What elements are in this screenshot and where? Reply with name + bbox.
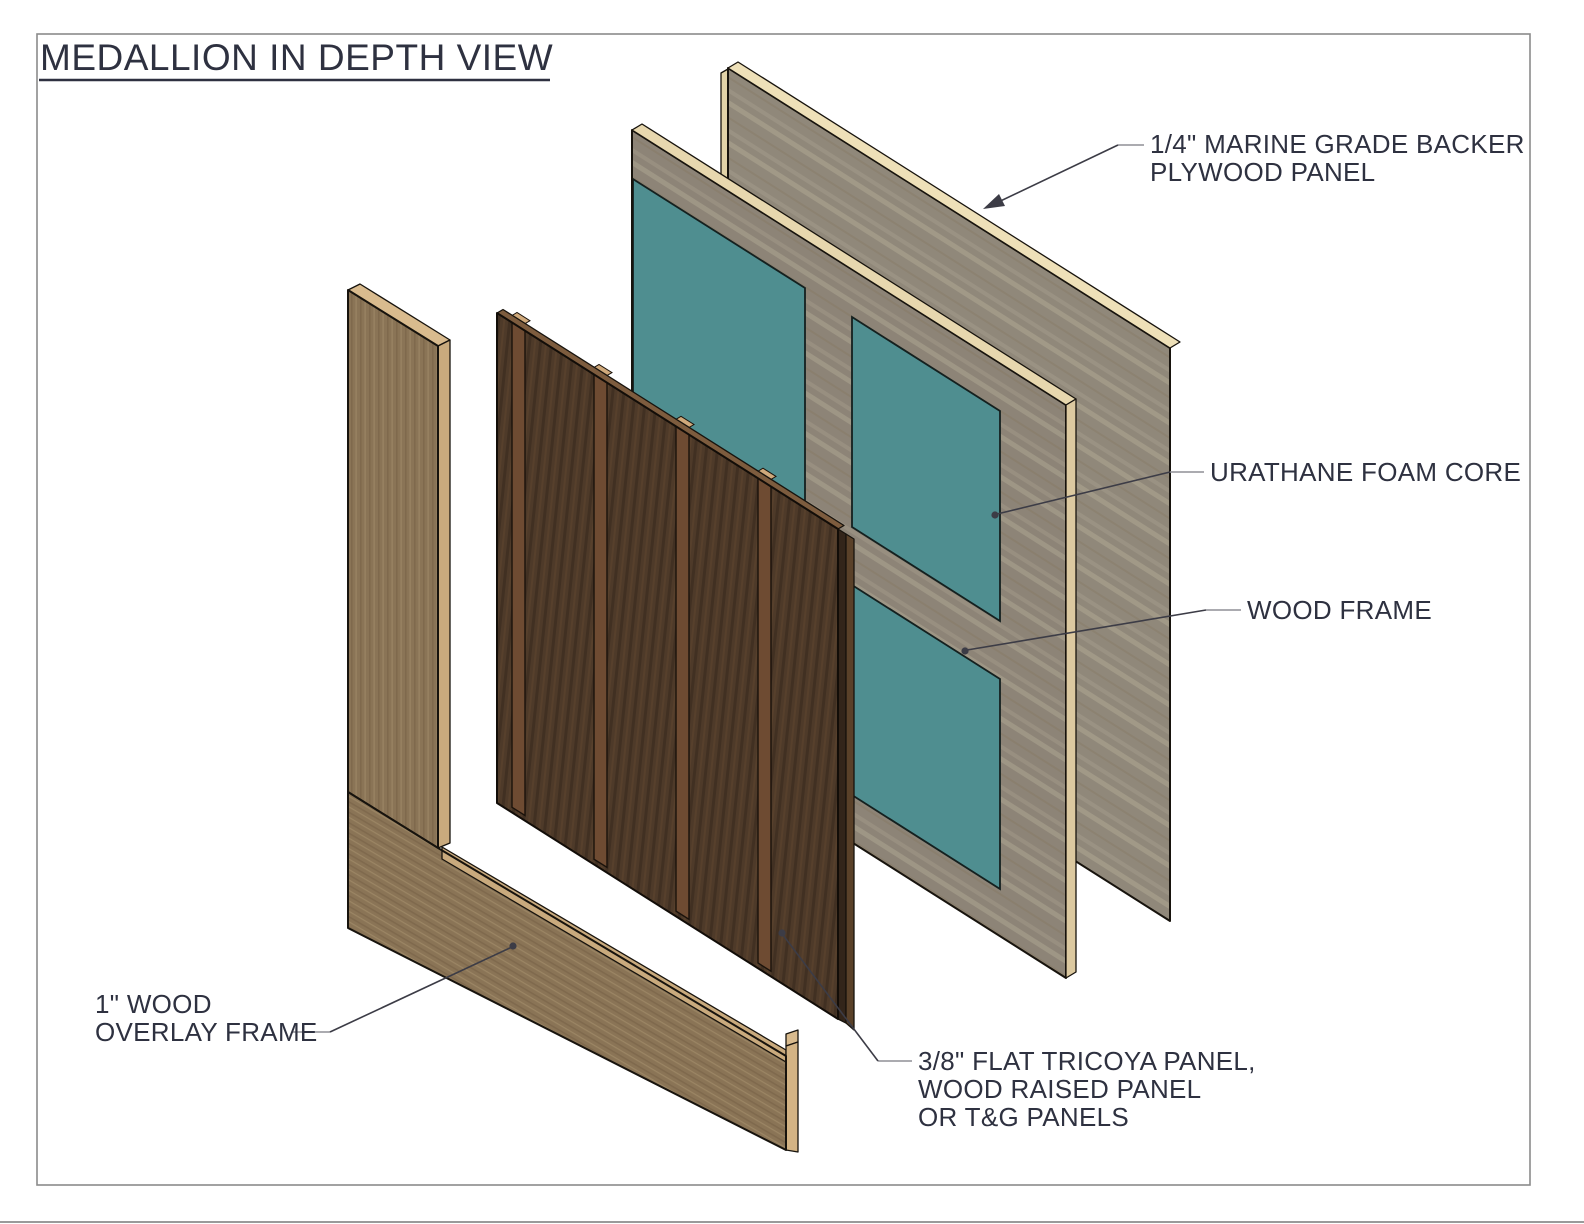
leader-frame-line [966,609,1207,651]
annotation-labels: 1/4" MARINE GRADE BACKER PLYWOOD PANEL U… [95,129,1525,1132]
label-frame: WOOD FRAME [1247,595,1432,625]
sheet-border [36,33,1531,1186]
leader-backer-arrowhead-icon [983,194,1005,209]
label-backer-line2: PLYWOOD PANEL [1150,157,1375,187]
leader-foam-dot-icon [991,511,999,519]
leader-overlay-dot-icon [509,942,517,950]
tricoya-tg-panel [496,308,855,1031]
tg-battens [511,311,777,973]
overlay-stile-side-edge [437,339,451,849]
label-panel-line3: OR T&G PANELS [918,1102,1129,1132]
tg-side-edge-light [845,533,855,1031]
leader-lines [292,144,1241,1062]
label-overlay-line1: 1" WOOD [95,989,212,1019]
label-panel-line1: 3/8" FLAT TRICOYA PANEL, [918,1046,1256,1076]
leader-overlay-line [329,946,513,1033]
tg-batten [593,366,608,869]
tg-side-edge-dark [837,528,847,1024]
leader-frame-dot-icon [961,647,969,655]
label-panel-line2: WOOD RAISED PANEL [918,1074,1201,1104]
overlay-frame [347,283,799,1153]
label-backer-line1: 1/4" MARINE GRADE BACKER [1150,129,1525,159]
leader-panel-dot-icon [778,929,786,937]
tg-batten [757,469,772,973]
label-overlay-line2: OVERLAY FRAME [95,1017,318,1047]
leader-panel-line [782,934,879,1062]
overlay-stile-grain [348,290,438,848]
tg-batten [675,418,690,921]
label-foam: URATHANE FOAM CORE [1210,457,1521,487]
overlay-rail-grain [348,792,786,1150]
plywood-top-edge [727,61,1181,349]
overlay-rail-end-face [785,1041,799,1153]
leader-foam-line [996,471,1171,515]
tg-panel-grain [497,313,838,1019]
page-title: MEDALLION IN DEPTH VIEW [40,37,553,78]
tg-batten [511,314,526,817]
leader-backer-line [989,144,1119,207]
wood-frame-right-edge [1065,398,1077,979]
foam-core-upper-right [851,315,1001,623]
